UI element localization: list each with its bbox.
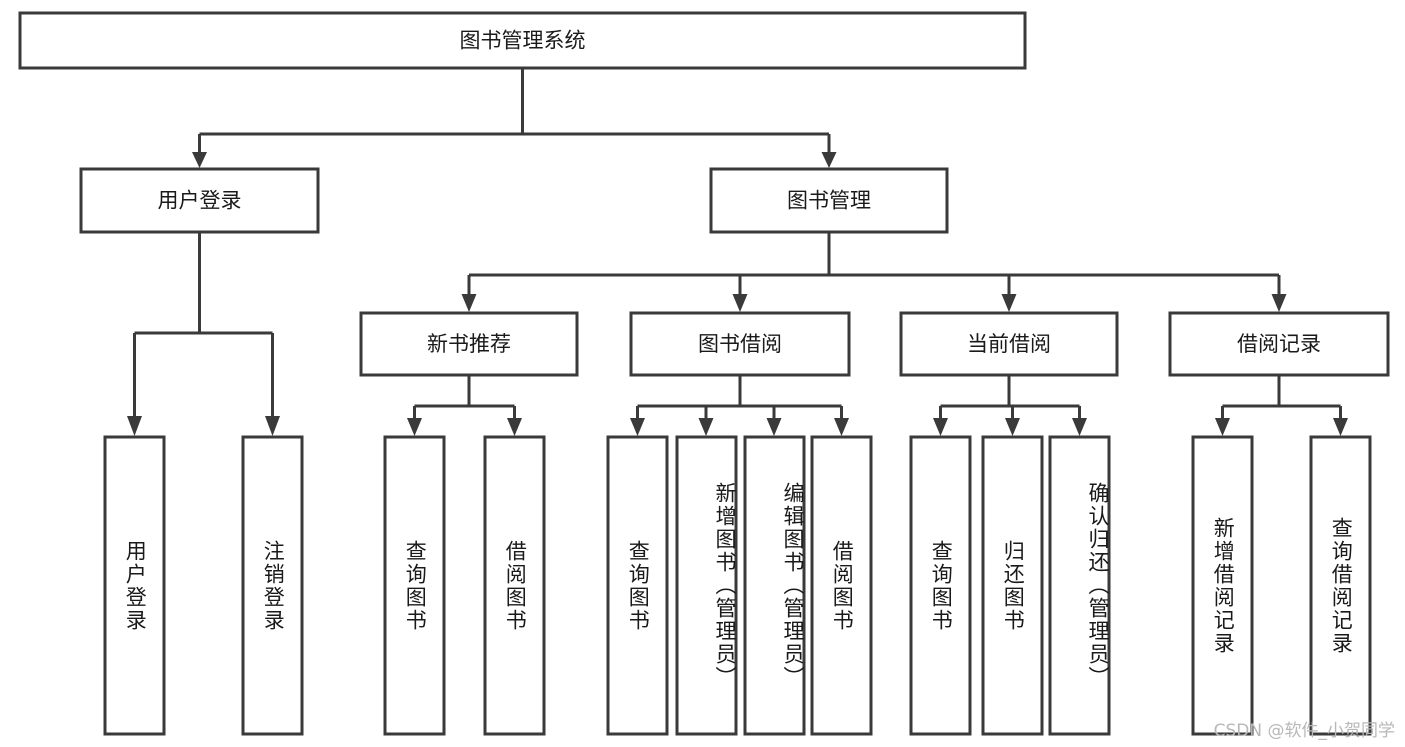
- node-new-book-recommend-label: 新书推荐: [427, 332, 511, 356]
- node-user-login[interactable]: 用户登录: [79, 167, 320, 234]
- arrow-head-user-login: [192, 152, 207, 168]
- connector-group-user-login: [127, 232, 280, 436]
- node-book-manage-box[interactable]: [709, 167, 949, 234]
- arrow-head-leaf-query-book-2: [630, 418, 645, 436]
- arrow-head-current-borrow: [1001, 294, 1017, 312]
- leaf-add-borrow-record-box[interactable]: [1191, 435, 1254, 736]
- leaf-query-book-3-box[interactable]: [909, 435, 972, 736]
- leaf-query-book-1-box[interactable]: [383, 435, 446, 736]
- watermark-credit: CSDN @软件_小贺同学: [1213, 721, 1395, 741]
- node-current-borrow-box[interactable]: [899, 311, 1119, 377]
- node-root-label: 图书管理系统: [460, 29, 586, 53]
- node-new-book-recommend[interactable]: 新书推荐: [359, 311, 579, 377]
- arrow-head-book-manage: [821, 152, 837, 168]
- node-root-box[interactable]: [18, 11, 1027, 70]
- leaf-user-logout-box[interactable]: [241, 435, 304, 736]
- connector-group-root: [192, 68, 837, 168]
- leaf-confirm-return-admin-box[interactable]: [1048, 435, 1111, 736]
- arrow-head-leaf-query-borrow-record: [1333, 418, 1348, 436]
- arrow-head-leaf-return-book: [1005, 418, 1020, 436]
- node-borrow-record-box[interactable]: [1168, 311, 1390, 377]
- connector-group-book-borrow: [630, 375, 849, 436]
- leaf-boxes: [103, 435, 1372, 736]
- node-book-borrow-label: 图书借阅: [698, 332, 782, 356]
- node-new-book-recommend-box[interactable]: [359, 311, 579, 377]
- node-current-borrow-label: 当前借阅: [967, 332, 1051, 356]
- connector-group-borrow-record: [1215, 375, 1348, 436]
- leaf-add-book-admin-box[interactable]: [675, 435, 738, 736]
- node-user-login-box[interactable]: [79, 167, 320, 234]
- node-book-borrow-box[interactable]: [629, 311, 851, 377]
- leaf-borrow-book-2-box[interactable]: [810, 435, 873, 736]
- leaf-edit-book-admin-box[interactable]: [743, 435, 806, 736]
- arrow-head-leaf-borrow-book-2: [834, 418, 849, 436]
- leaf-return-book-box[interactable]: [981, 435, 1044, 736]
- connector-group-new-book-recommend: [407, 375, 522, 436]
- node-book-borrow[interactable]: 图书借阅: [629, 311, 851, 377]
- arrow-head-leaf-add-borrow-record: [1215, 418, 1230, 436]
- arrow-head-leaf-query-book-3: [933, 418, 948, 436]
- node-borrow-record[interactable]: 借阅记录: [1168, 311, 1390, 377]
- arrow-head-leaf-user-logout: [265, 416, 280, 436]
- leaf-borrow-book-1-box[interactable]: [483, 435, 546, 736]
- arrow-head-leaf-borrow-book-1: [507, 418, 522, 436]
- connector-group-current-borrow: [933, 375, 1087, 436]
- arrow-head-leaf-confirm-return-admin: [1072, 418, 1087, 436]
- node-current-borrow[interactable]: 当前借阅: [899, 311, 1119, 377]
- leaf-query-book-2-box[interactable]: [606, 435, 669, 736]
- node-root[interactable]: 图书管理系统: [18, 11, 1027, 70]
- node-book-manage[interactable]: 图书管理: [709, 167, 949, 234]
- leaf-user-login-box[interactable]: [103, 435, 166, 736]
- node-user-login-label: 用户登录: [158, 189, 242, 213]
- node-book-manage-label: 图书管理: [787, 189, 871, 213]
- leaf-query-borrow-record-box[interactable]: [1309, 435, 1372, 736]
- arrow-head-leaf-edit-book-admin: [766, 418, 782, 436]
- node-borrow-record-label: 借阅记录: [1237, 332, 1321, 356]
- arrow-head-leaf-query-book-1: [407, 418, 422, 436]
- arrow-head-new-book-recommend: [461, 294, 477, 312]
- connector-group-book-manage: [461, 232, 1287, 312]
- arrow-head-leaf-user-login: [127, 416, 142, 436]
- arrow-head-book-borrow: [732, 294, 748, 312]
- arrow-head-borrow-record: [1271, 294, 1287, 312]
- arrow-head-leaf-add-book-admin: [698, 418, 714, 436]
